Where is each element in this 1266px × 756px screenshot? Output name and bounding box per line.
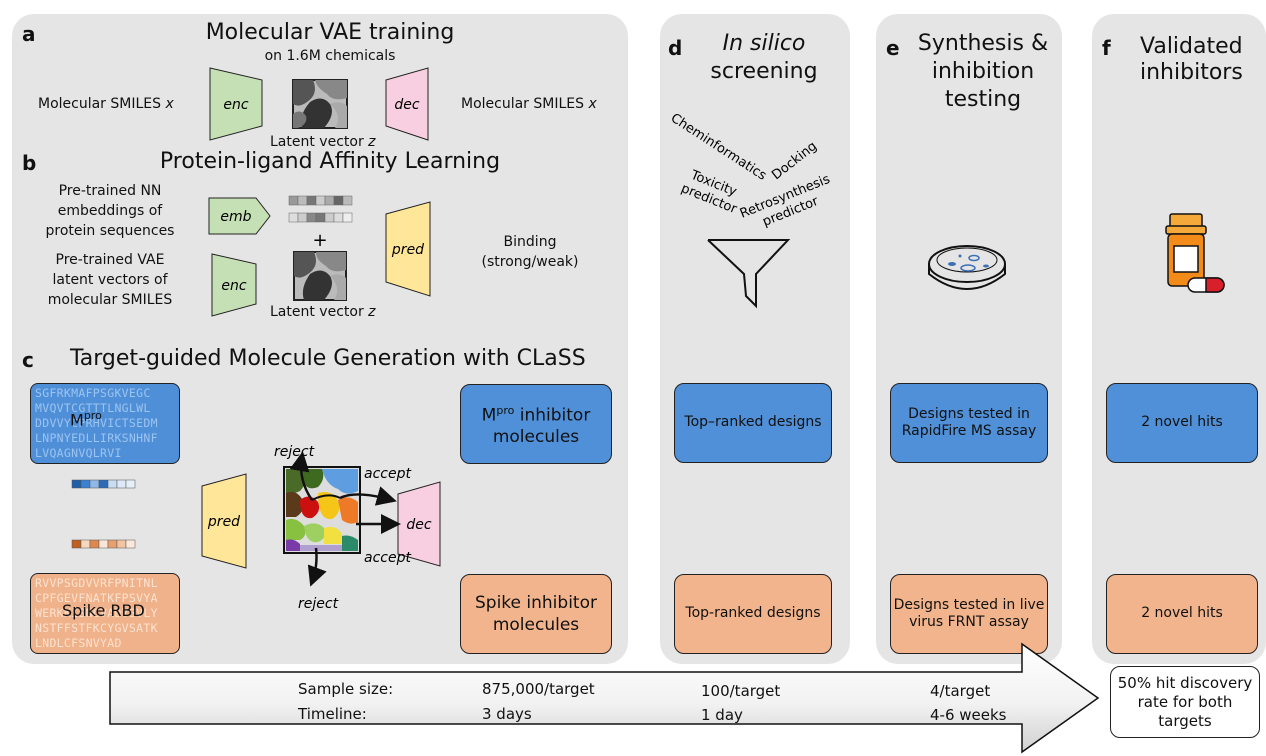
e-timeline: 4-6 weeks (930, 706, 1007, 724)
docking-label: Docking (769, 139, 820, 183)
panel-d-title: In silico screening (710, 31, 818, 84)
panel-label-f: f (1102, 36, 1111, 60)
smiles-input-label: Molecular SMILES x (38, 96, 174, 112)
panel-e (876, 14, 1062, 664)
vae-description: Pre-trained VAE latent vectors of molecu… (47, 252, 173, 308)
sample-size-label: Sample size: (298, 680, 394, 698)
f-hits-spike: 2 novel hits (1106, 574, 1258, 654)
e-rapidfire-box: Designs tested in RapidFire MS assay (890, 383, 1048, 463)
panel-f-title: Validated inhibitors (1140, 34, 1243, 85)
plus-sign: + (312, 230, 327, 251)
panel-a-title: Molecular VAE training (205, 20, 455, 45)
panel-c-title: Target-guided Molecule Generation with C… (70, 346, 586, 371)
panel-label-e: e (886, 36, 900, 60)
panel-label-a: a (22, 22, 36, 46)
class-diagram: pred dec reject accept accept reject (71, 444, 441, 612)
dec-c: dec (406, 517, 432, 533)
panel-a-subtitle: on 1.6M chemicals (264, 48, 396, 64)
d-timeline: 1 day (701, 706, 743, 724)
panel-d (660, 14, 850, 664)
accept-top-label: accept (364, 466, 411, 482)
pred-c: pred (207, 514, 240, 530)
cheminformatics-label: Cheminformatics (668, 111, 769, 184)
mpro-name: Mpro (70, 409, 102, 430)
mpro-inhibitor-box: Mpro inhibitor molecules (460, 384, 612, 464)
mpro-sequence-text: SGFRKMAFPSGKVEGC MVQVTCGTTTLNGLWL DDVVYC… (35, 386, 158, 460)
panel-b-title: Protein-ligand Affinity Learning (159, 149, 501, 174)
enc-b: enc (221, 278, 246, 294)
panel-label-c: c (22, 348, 34, 372)
f-hits-mpro: 2 novel hits (1106, 383, 1258, 463)
affinity-diagram: emb + enc pred (208, 195, 431, 317)
petri-dish-icon (928, 245, 1006, 290)
c-timeline: 3 days (482, 705, 532, 723)
enc-a: enc (223, 97, 248, 113)
mpro-sequence: SGFRKMAFPSGKVEGC MVQVTCGTTTLNGLWL DDVVYC… (30, 383, 180, 464)
panel-f (1092, 14, 1266, 664)
e-sample-size: 4/target (930, 682, 991, 700)
spike-inhibitor-box: Spike inhibitor molecules (460, 574, 612, 654)
pred-b: pred (391, 242, 424, 258)
emb-description: Pre-trained NN embeddings of protein seq… (45, 183, 175, 239)
panel-e-title: Synthesis & inhibition testing (917, 31, 1049, 112)
toxicity-predictor-label: Toxicitypredictor (679, 166, 746, 217)
spike-sequence: RVVPSGDVVRFPNITNL CPFGEVFNATKFPSVYA WERK… (30, 573, 180, 654)
c-sample-size: 875,000/target (482, 680, 595, 698)
pill-bottle-icon (1165, 213, 1225, 293)
accept-bottom-label: accept (364, 550, 411, 566)
binding-output: Binding (strong/weak) (481, 234, 579, 270)
timeline-arrow (109, 642, 1100, 754)
screening-diagram: Cheminformatics Docking Toxicitypredicto… (668, 111, 839, 309)
d-top-ranked-mpro: Top–ranked designs (674, 383, 832, 463)
latent-label-b: Latent vector z (270, 304, 376, 320)
d-sample-size: 100/target (701, 682, 781, 700)
reject-top-label: reject (274, 444, 315, 460)
panel-label-d: d (668, 36, 683, 60)
timeline-label: Timeline: (298, 705, 367, 723)
reject-bottom-label: reject (298, 596, 339, 612)
spike-sequence-text: RVVPSGDVVRFPNITNL CPFGEVFNATKFPSVYA WERK… (35, 576, 158, 650)
d-top-ranked-spike: Top-ranked designs (674, 574, 832, 654)
smiles-output-label: Molecular SMILES x (461, 96, 597, 112)
emb-shape: emb (220, 209, 251, 225)
vae-diagram: enc dec (209, 67, 429, 141)
latent-label-a: Latent vector z (270, 134, 376, 150)
panel-label-b: b (22, 151, 37, 175)
e-frnt-box: Designs tested in live virus FRNT assay (890, 574, 1048, 654)
spike-name: Spike RBD (62, 601, 145, 620)
hit-rate-box: 50% hit discovery rate for both targets (1110, 666, 1260, 738)
retrosynthesis-predictor-label: Retrosynthesispredictor (738, 172, 839, 237)
dec-a: dec (394, 97, 420, 113)
